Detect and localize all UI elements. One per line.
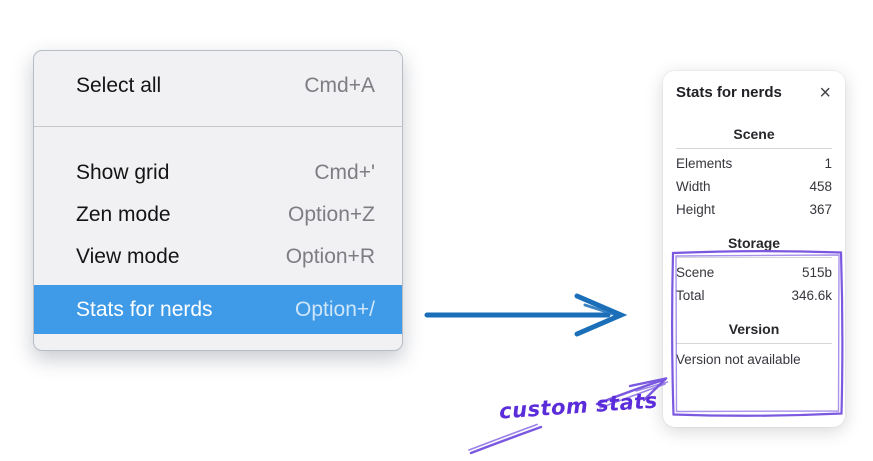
stat-row-elements: Elements 1	[676, 152, 832, 175]
stat-value: 346.6k	[791, 288, 832, 303]
section-header-scene: Scene	[733, 126, 775, 142]
stat-value: 367	[809, 202, 832, 217]
menu-item-show-grid[interactable]: Show grid Cmd+'	[34, 152, 402, 194]
section-divider	[676, 343, 832, 344]
menu-item-label: Select all	[76, 74, 162, 97]
custom-stats-label: custom stats	[498, 388, 659, 424]
menu-item-view-mode[interactable]: View mode Option+R	[34, 236, 402, 278]
menu-item-stats-for-nerds[interactable]: Stats for nerds Option+/	[34, 285, 402, 334]
stats-panel: Stats for nerds × Scene Elements 1 Width…	[663, 71, 845, 427]
menu-item-shortcut: Option+/	[295, 297, 375, 321]
menu-item-label: Stats for nerds	[76, 297, 213, 321]
stats-panel-title: Stats for nerds	[676, 84, 782, 101]
stat-value: 1	[824, 156, 832, 171]
menu-item-label: View mode	[76, 245, 180, 268]
menu-item-shortcut: Cmd+A	[304, 74, 375, 97]
stat-value: 515b	[801, 265, 832, 280]
stat-value: 458	[809, 179, 832, 194]
stat-label: Height	[676, 202, 716, 217]
menu-item-label: Zen mode	[76, 203, 171, 226]
menu-item-shortcut: Option+Z	[288, 203, 375, 226]
stat-label: Width	[676, 179, 711, 194]
section-divider	[676, 257, 832, 258]
version-note: Version not available	[676, 352, 801, 367]
menu-item-shortcut: Option+R	[285, 245, 375, 268]
section-header-storage: Storage	[727, 235, 781, 251]
stat-row-height: Height 367	[676, 198, 832, 221]
stat-row-total-size: Total 346.6k	[676, 284, 832, 307]
section-divider	[676, 148, 832, 149]
blue-arrow	[424, 293, 628, 337]
menu-item-zen-mode[interactable]: Zen mode Option+Z	[34, 194, 402, 236]
menu-divider	[34, 126, 402, 127]
menu-item-select-all[interactable]: Select all Cmd+A	[34, 64, 402, 108]
stat-row-width: Width 458	[676, 175, 832, 198]
stat-row-scene-size: Scene 515b	[676, 261, 832, 284]
close-icon[interactable]: ×	[819, 81, 831, 104]
stat-label: Scene	[676, 265, 715, 280]
stats-panel-header: Stats for nerds ×	[676, 81, 832, 104]
menu-item-label: Show grid	[76, 161, 170, 184]
stat-label: Total	[676, 288, 705, 303]
menu-item-shortcut: Cmd+'	[314, 161, 375, 184]
section-header-version: Version	[728, 321, 780, 337]
context-menu: Select all Cmd+A Show grid Cmd+' Zen mod…	[33, 50, 403, 351]
stat-label: Elements	[676, 156, 733, 171]
